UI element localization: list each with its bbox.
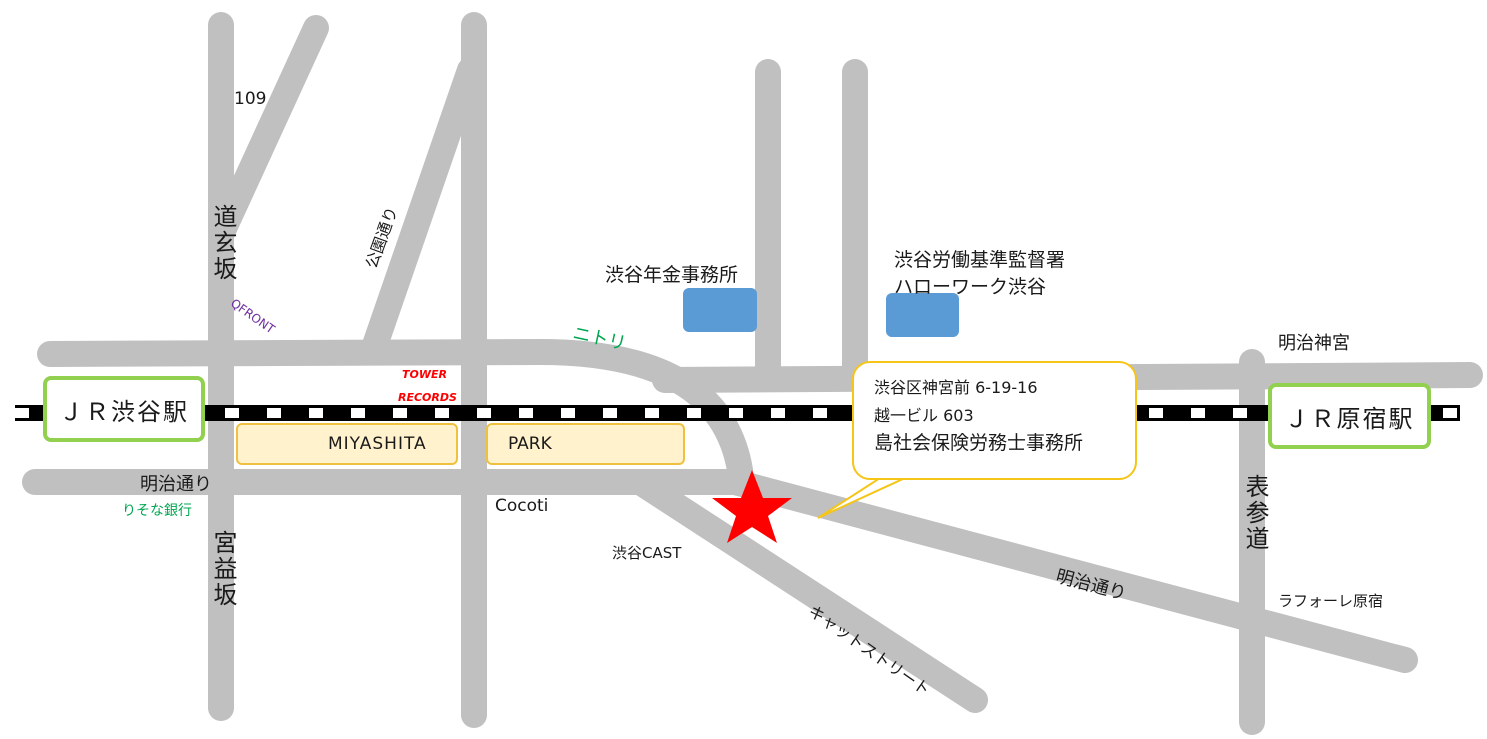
park-block: PARK bbox=[486, 423, 685, 465]
station-jr-shibuya[interactable]: ＪＲ渋谷駅 bbox=[43, 376, 205, 442]
landmark-labor-office-line1: 渋谷労働基準監督署 bbox=[894, 249, 1066, 271]
office-location-star bbox=[712, 470, 792, 543]
labor-office-building bbox=[886, 293, 959, 337]
park-label: PARK bbox=[508, 434, 552, 454]
landmark-laforet-label: ラフォーレ原宿 bbox=[1278, 592, 1384, 610]
landmark-labor-office-line2: ハローワーク渋谷 bbox=[894, 276, 1047, 298]
road-koen-dori bbox=[362, 57, 483, 358]
office-name: 島社会保険労務士事務所 bbox=[874, 432, 1084, 454]
landmark-tower-records-line1: TOWER bbox=[402, 368, 447, 381]
office-address-1: 渋谷区神宮前 6-19-16 bbox=[874, 378, 1038, 397]
landmark-resona-label: りそな銀行 bbox=[122, 503, 192, 519]
street-dogenzaka-label: 道玄坂 bbox=[209, 204, 237, 282]
landmark-meiji-jingu-label: 明治神宮 bbox=[1278, 333, 1350, 354]
landmark-pension-office-label: 渋谷年金事務所 bbox=[605, 264, 739, 286]
street-miyamasuzaka-label: 宮益坂 bbox=[209, 530, 237, 608]
road-cat-street bbox=[627, 469, 988, 713]
street-omotesando-label: 表参道 bbox=[1241, 474, 1269, 552]
road-top-horizontal bbox=[37, 339, 553, 367]
office-callout: 渋谷区神宮前 6-19-16 越一ビル 603 島社会保険労務士事務所 bbox=[852, 361, 1137, 480]
landmark-shibuya-cast-label: 渋谷CAST bbox=[612, 544, 682, 562]
miyashita-block: MIYASHITA bbox=[236, 423, 458, 465]
landmark-tower-records-line2: RECORDS bbox=[398, 391, 457, 404]
miyashita-label: MIYASHITA bbox=[328, 434, 427, 454]
road-109-diagonal bbox=[208, 15, 329, 248]
street-meiji-dori-left-label: 明治通り bbox=[140, 474, 212, 495]
landmark-cocoti-label: Cocoti bbox=[495, 496, 549, 516]
road-meiji-dori-right bbox=[722, 469, 1418, 673]
pension-office-building bbox=[683, 288, 757, 332]
landmark-109-label: 109 bbox=[234, 89, 267, 109]
office-address-2: 越一ビル 603 bbox=[874, 406, 974, 425]
station-jr-harajuku[interactable]: ＪＲ原宿駅 bbox=[1268, 383, 1431, 449]
railway bbox=[15, 405, 1460, 421]
